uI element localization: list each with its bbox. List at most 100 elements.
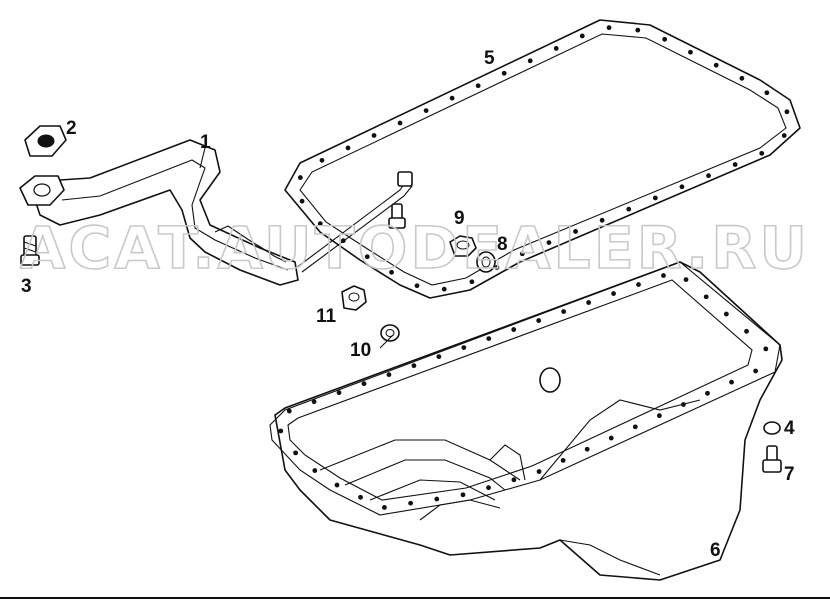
bolt-hole — [636, 282, 641, 287]
bolt-hole — [364, 254, 370, 260]
bolt-hole — [599, 217, 605, 223]
bolt-hole — [608, 435, 614, 441]
bolt-hole — [753, 368, 759, 374]
leader-lines — [199, 147, 394, 349]
bolt-hole — [679, 184, 685, 190]
bolt-hole — [297, 175, 303, 180]
bolt-hole — [656, 413, 662, 419]
bolt-hole — [469, 279, 475, 285]
bolt-hole — [312, 468, 318, 473]
pipe-flange — [19, 175, 65, 206]
bolt-hole — [511, 327, 517, 332]
bolt-hole — [586, 300, 592, 305]
bolt-hole — [434, 496, 440, 502]
callout-5: 5 — [484, 48, 495, 69]
bolt-hole — [486, 336, 492, 341]
bolt-hole — [652, 195, 658, 201]
bolt-hole — [561, 309, 567, 314]
bolt-hole — [494, 265, 500, 270]
bolt-hole — [705, 390, 710, 396]
callout-9: 9 — [454, 208, 465, 229]
bolt-hole — [414, 283, 420, 289]
bolt-hole — [683, 277, 689, 282]
pan-bolt — [762, 445, 782, 473]
bolt-hole — [560, 458, 566, 463]
bolt-hole — [732, 162, 738, 167]
bolt-hole — [536, 318, 542, 323]
callout-1: 1 — [200, 132, 211, 153]
bolt-hole — [501, 70, 507, 76]
bolt-hole — [573, 229, 578, 234]
bolt-hole — [536, 469, 542, 474]
oil-suction-pipe — [29, 139, 413, 286]
bolt-hole — [334, 482, 340, 488]
bracket-bolt — [388, 203, 406, 229]
drain-plug-upper — [449, 235, 477, 257]
oil-pan-gasket — [284, 19, 801, 299]
bolt-hole — [319, 157, 325, 163]
bolt-hole — [781, 133, 787, 138]
bolt-hole — [411, 363, 417, 369]
bolt-hole — [784, 109, 790, 115]
bolt-hole — [389, 269, 394, 275]
bolt-hole — [382, 505, 387, 510]
bolt-hole — [759, 150, 765, 156]
bolt-hole — [635, 27, 641, 33]
bolt-hole — [293, 450, 299, 456]
bolt-hole — [345, 145, 351, 151]
bolt-hole — [713, 62, 719, 68]
bolt-hole — [286, 408, 292, 414]
drain-washer-upper — [476, 251, 496, 273]
bolt-hole — [317, 221, 323, 227]
bolt-hole — [527, 58, 533, 64]
bolt-hole — [553, 45, 559, 51]
callout-7: 7 — [784, 464, 795, 485]
pan-washer — [763, 421, 781, 435]
bolt-hole — [546, 240, 552, 246]
bolt-hole — [311, 399, 317, 405]
bolt-hole — [584, 446, 590, 452]
bolt-hole — [408, 500, 414, 506]
drain-plug-lower — [341, 285, 367, 311]
callout-2: 2 — [66, 118, 77, 139]
bolt-hole — [519, 251, 525, 257]
bolt-hole — [475, 83, 481, 89]
watermark: ACAT.AUTODEALER.RU — [20, 214, 810, 282]
callout-11: 11 — [316, 306, 337, 327]
oil-pan — [269, 261, 783, 581]
bolt-hole — [662, 36, 668, 42]
bolt-hole — [511, 477, 517, 483]
bolt-hole — [361, 381, 367, 387]
bolt-hole — [397, 120, 403, 126]
bolt-hole — [386, 372, 392, 378]
bolt-hole — [681, 402, 686, 407]
flange-bolt — [20, 235, 40, 266]
callout-3: 3 — [21, 276, 32, 297]
bolt-hole — [632, 424, 638, 430]
bolt-hole — [723, 311, 729, 317]
bolt-hole — [729, 379, 734, 385]
bolt-hole — [739, 75, 745, 81]
bolt-hole — [436, 354, 442, 360]
bolt-hole — [460, 492, 466, 498]
bolt-hole — [423, 108, 429, 113]
callout-4: 4 — [784, 418, 795, 439]
bolt-hole — [744, 328, 749, 334]
bolt-hole — [358, 494, 363, 500]
bolt-hole — [764, 90, 770, 96]
bolt-hole — [449, 95, 455, 101]
bolt-hole — [461, 345, 467, 351]
bolt-hole — [703, 294, 709, 300]
bolt-hole — [661, 273, 666, 278]
bolt-hole — [611, 291, 616, 296]
bolt-hole — [763, 346, 769, 352]
callout-8: 8 — [497, 234, 508, 255]
bolt-hole — [336, 390, 342, 396]
bolt-hole — [486, 485, 491, 491]
bolt-hole — [688, 49, 693, 55]
callout-6: 6 — [710, 540, 721, 561]
bolt-hole — [579, 33, 585, 39]
bolt-hole — [299, 198, 305, 204]
flange-gasket — [24, 125, 67, 157]
